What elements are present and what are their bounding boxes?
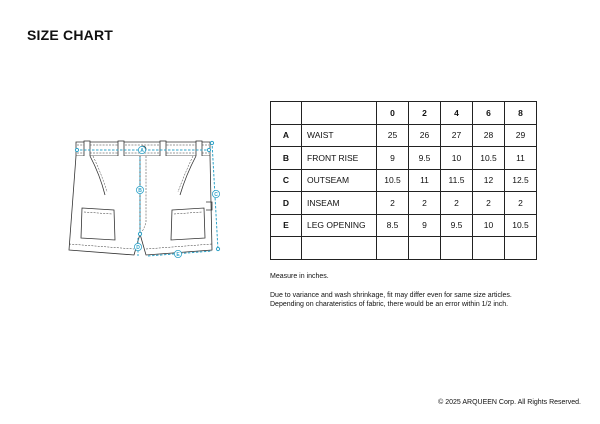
empty-cell — [270, 236, 302, 260]
measure-value: 12 — [472, 168, 505, 192]
marker-c: C — [214, 192, 218, 198]
measure-code: D — [270, 191, 302, 215]
measure-name: FRONT RISE — [301, 146, 377, 170]
measure-code: E — [270, 213, 302, 237]
measure-value: 10.5 — [376, 168, 409, 192]
measure-value: 2 — [440, 191, 473, 215]
measure-value: 10.5 — [504, 213, 537, 237]
header-blank-cell — [301, 101, 377, 125]
measure-value: 11 — [408, 168, 441, 192]
table-row: D INSEAM 2 2 2 2 2 — [270, 191, 537, 215]
measure-value: 10 — [440, 146, 473, 170]
measure-unit-note: Measure in inches. — [270, 273, 329, 280]
size-header: 2 — [408, 101, 441, 125]
measure-value: 9.5 — [440, 213, 473, 237]
size-header: 6 — [472, 101, 505, 125]
empty-cell — [440, 236, 473, 260]
shorts-diagram: A B C D E — [60, 130, 235, 275]
empty-cell — [472, 236, 505, 260]
measure-value: 10 — [472, 213, 505, 237]
measure-value: 26 — [408, 123, 441, 147]
table-row: A WAIST 25 26 27 28 29 — [270, 123, 537, 147]
marker-d: D — [136, 245, 140, 251]
measure-value: 2 — [504, 191, 537, 215]
measurement-notes: Measure in inches. Due to variance and w… — [270, 272, 512, 310]
variance-note: Due to variance and wash shrinkage, fit … — [270, 292, 512, 300]
measure-code: B — [270, 146, 302, 170]
table-row: C OUTSEAM 10.5 11 11.5 12 12.5 — [270, 168, 537, 192]
size-header: 8 — [504, 101, 537, 125]
error-note: Depending on charateristics of fabric, t… — [270, 301, 509, 309]
measure-name: WAIST — [301, 123, 377, 147]
shorts-illustration: A B C D E — [68, 140, 221, 259]
size-chart-table: 0 2 4 6 8 A WAIST 25 26 27 28 29 B FRONT… — [270, 101, 537, 260]
measure-value: 11 — [504, 146, 537, 170]
measure-value: 25 — [376, 123, 409, 147]
marker-b: B — [138, 188, 142, 194]
measure-value: 9 — [408, 213, 441, 237]
table-empty-row — [270, 236, 537, 260]
measure-value: 27 — [440, 123, 473, 147]
table-row: E LEG OPENING 8.5 9 9.5 10 10.5 — [270, 213, 537, 237]
size-header: 0 — [376, 101, 409, 125]
measure-value: 10.5 — [472, 146, 505, 170]
measure-value: 11.5 — [440, 168, 473, 192]
table-row: B FRONT RISE 9 9.5 10 10.5 11 — [270, 146, 537, 170]
marker-a: A — [140, 148, 144, 154]
measure-value: 2 — [376, 191, 409, 215]
measure-code: C — [270, 168, 302, 192]
measure-value: 9.5 — [408, 146, 441, 170]
measure-code: A — [270, 123, 302, 147]
measure-name: LEG OPENING — [301, 213, 377, 237]
header-blank-cell — [270, 101, 302, 125]
marker-e: E — [176, 252, 180, 258]
measure-value: 29 — [504, 123, 537, 147]
empty-cell — [301, 236, 377, 260]
page-title: SIZE CHART — [27, 27, 113, 43]
measure-value: 12.5 — [504, 168, 537, 192]
measure-value: 9 — [376, 146, 409, 170]
measure-value: 8.5 — [376, 213, 409, 237]
size-header: 4 — [440, 101, 473, 125]
measure-value: 2 — [408, 191, 441, 215]
measure-name: INSEAM — [301, 191, 377, 215]
measure-value: 28 — [472, 123, 505, 147]
measure-name: OUTSEAM — [301, 168, 377, 192]
empty-cell — [504, 236, 537, 260]
empty-cell — [408, 236, 441, 260]
copyright-text: © 2025 ARQUEEN Corp. All Rights Reserved… — [438, 399, 581, 406]
table-header-row: 0 2 4 6 8 — [270, 101, 537, 125]
empty-cell — [376, 236, 409, 260]
measure-value: 2 — [472, 191, 505, 215]
